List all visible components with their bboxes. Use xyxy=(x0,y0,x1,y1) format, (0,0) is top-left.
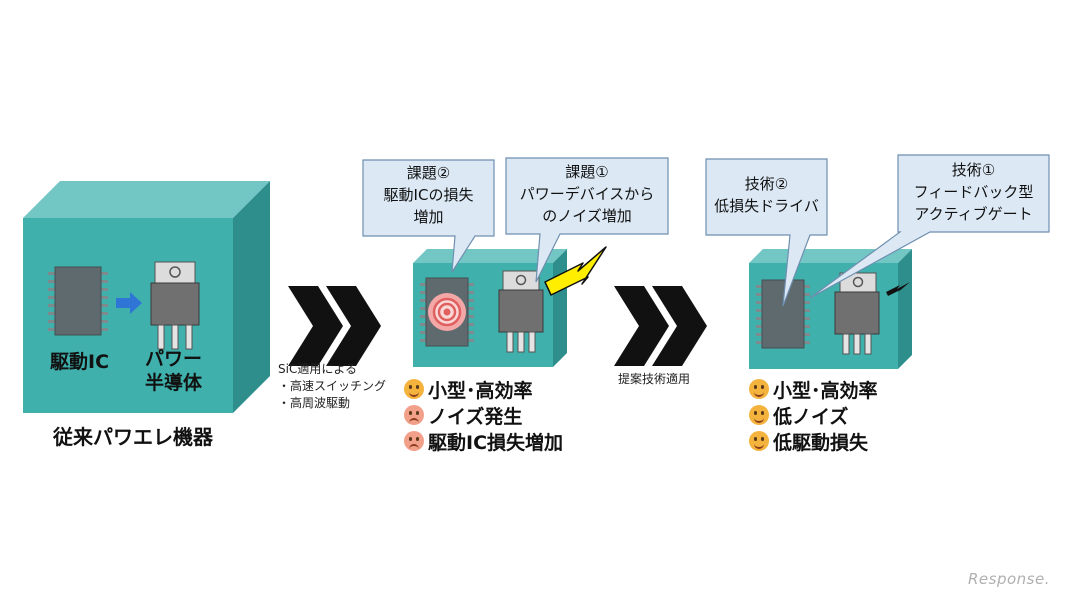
transition2-label: 提案技術適用 xyxy=(618,372,691,386)
transition1-line1: SiC適用による xyxy=(278,362,357,376)
transition1-text: SiC適用による ・高速スイッチング ・高周波駆動 xyxy=(278,361,386,412)
left-power-transistor xyxy=(150,261,200,350)
smile-face-icon xyxy=(749,405,769,425)
smile-face-icon xyxy=(404,379,424,399)
transition1-line2: ・高速スイッチング xyxy=(278,379,387,393)
callout-b-line3: のノイズ増加 xyxy=(542,207,632,225)
middle-callout-a-shape xyxy=(362,159,495,273)
right-result-item: 低ノイズ xyxy=(749,402,878,428)
middle-power-transistor xyxy=(498,270,544,353)
result-text: 駆動IC損失増加 xyxy=(428,431,564,454)
result-text: 小型･高効率 xyxy=(773,379,878,402)
middle-result-item: ノイズ発生 xyxy=(404,402,563,428)
callout-a-line2: 駆動ICの損失 xyxy=(383,186,474,204)
middle-callout-a-text: 課題② 駆動ICの損失 増加 xyxy=(363,162,494,228)
noise-lightning-icon xyxy=(544,246,607,296)
right-callout-b-line2: フィードバック型 xyxy=(913,183,1034,201)
callout-a-line1: 課題② xyxy=(406,164,451,182)
right-callout-a-line2: 低損失ドライバ xyxy=(714,197,819,215)
transition1-line3: ・高周波駆動 xyxy=(278,396,351,410)
right-callout-b-shape xyxy=(809,154,1050,299)
driver-ic-label: 駆動IC xyxy=(50,351,110,373)
small-lightning-icon xyxy=(886,282,910,296)
middle-callout-b-text: 課題① パワーデバイスから のノイズ増加 xyxy=(506,161,668,227)
right-callout-a-shape xyxy=(705,158,828,307)
power-label-line2: 半導体 xyxy=(145,372,203,394)
left-driver-ic-chip xyxy=(48,266,108,336)
transition-chevron-2 xyxy=(614,286,707,366)
result-text: ノイズ発生 xyxy=(428,405,523,428)
middle-result-item: 駆動IC損失増加 xyxy=(404,428,563,454)
middle-driver-ic-chip xyxy=(420,277,474,347)
result-text: 低ノイズ xyxy=(773,405,849,428)
callout-a-line3: 増加 xyxy=(413,208,444,226)
result-text: 小型･高効率 xyxy=(428,379,533,402)
transition-chevron-1 xyxy=(288,286,381,366)
callout-b-line1: 課題① xyxy=(565,163,609,181)
response-watermark: Response. xyxy=(968,570,1050,588)
right-callout-a-text: 技術② 低損失ドライバ xyxy=(706,173,827,217)
smile-face-icon xyxy=(749,379,769,399)
right-results-list: 小型･高効率 低ノイズ 低駆動損失 xyxy=(749,376,878,454)
smile-face-icon xyxy=(749,431,769,451)
right-callout-b-line1: 技術① xyxy=(951,161,996,179)
right-callout-b-text: 技術① フィードバック型 アクティブゲート xyxy=(898,159,1049,225)
right-callout-a-line1: 技術② xyxy=(744,175,789,193)
right-result-item: 小型･高効率 xyxy=(749,376,878,402)
signal-arrow-icon xyxy=(116,292,142,314)
power-semiconductor-label: パワー 半導体 xyxy=(145,347,202,395)
right-power-transistor xyxy=(834,272,880,355)
frown-face-icon xyxy=(404,405,424,425)
right-result-item: 低駆動損失 xyxy=(749,428,878,454)
conventional-device-caption: 従来パワエレ機器 xyxy=(53,425,213,449)
heat-target-icon xyxy=(428,293,466,331)
middle-results-list: 小型･高効率 ノイズ発生 駆動IC損失増加 xyxy=(404,376,563,454)
right-driver-ic-chip xyxy=(756,279,810,349)
frown-face-icon xyxy=(404,431,424,451)
middle-callout-b-shape xyxy=(505,157,669,283)
result-text: 低駆動損失 xyxy=(773,431,869,454)
middle-result-item: 小型･高効率 xyxy=(404,376,563,402)
callout-b-line2: パワーデバイスから xyxy=(519,185,655,203)
right-callout-b-line3: アクティブゲート xyxy=(914,205,1033,223)
power-label-line1: パワー xyxy=(145,348,203,370)
